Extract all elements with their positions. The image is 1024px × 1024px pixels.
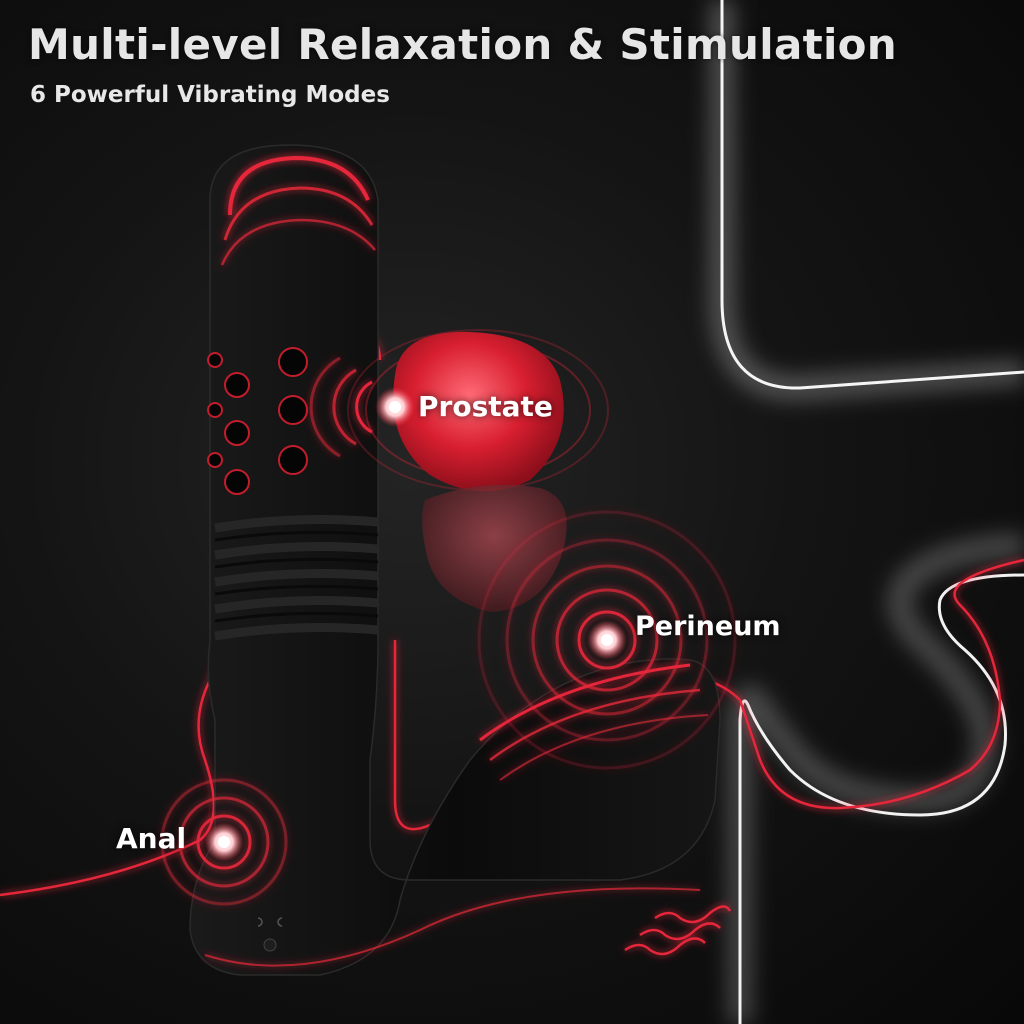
anal-label: Anal (116, 822, 187, 855)
perineum-label: Perineum (635, 611, 781, 642)
prostate-organ (347, 329, 609, 612)
zone-markers (204, 387, 627, 862)
page-title: Multi-level Relaxation & Stimulation (28, 20, 898, 69)
thrusting-rings (214, 515, 379, 641)
body-silhouette (709, 0, 1024, 1024)
massage-beads (207, 347, 308, 495)
prostate-ripple-icon (309, 356, 373, 458)
vibration-lines-icon (624, 905, 732, 956)
anal-ripple-icon (160, 778, 288, 906)
prostate-label: Prostate (418, 390, 553, 423)
power-button-icon (257, 917, 283, 952)
page-subtitle: 6 Powerful Vibrating Modes (30, 82, 390, 108)
perineum-ripple-icon (477, 510, 737, 770)
